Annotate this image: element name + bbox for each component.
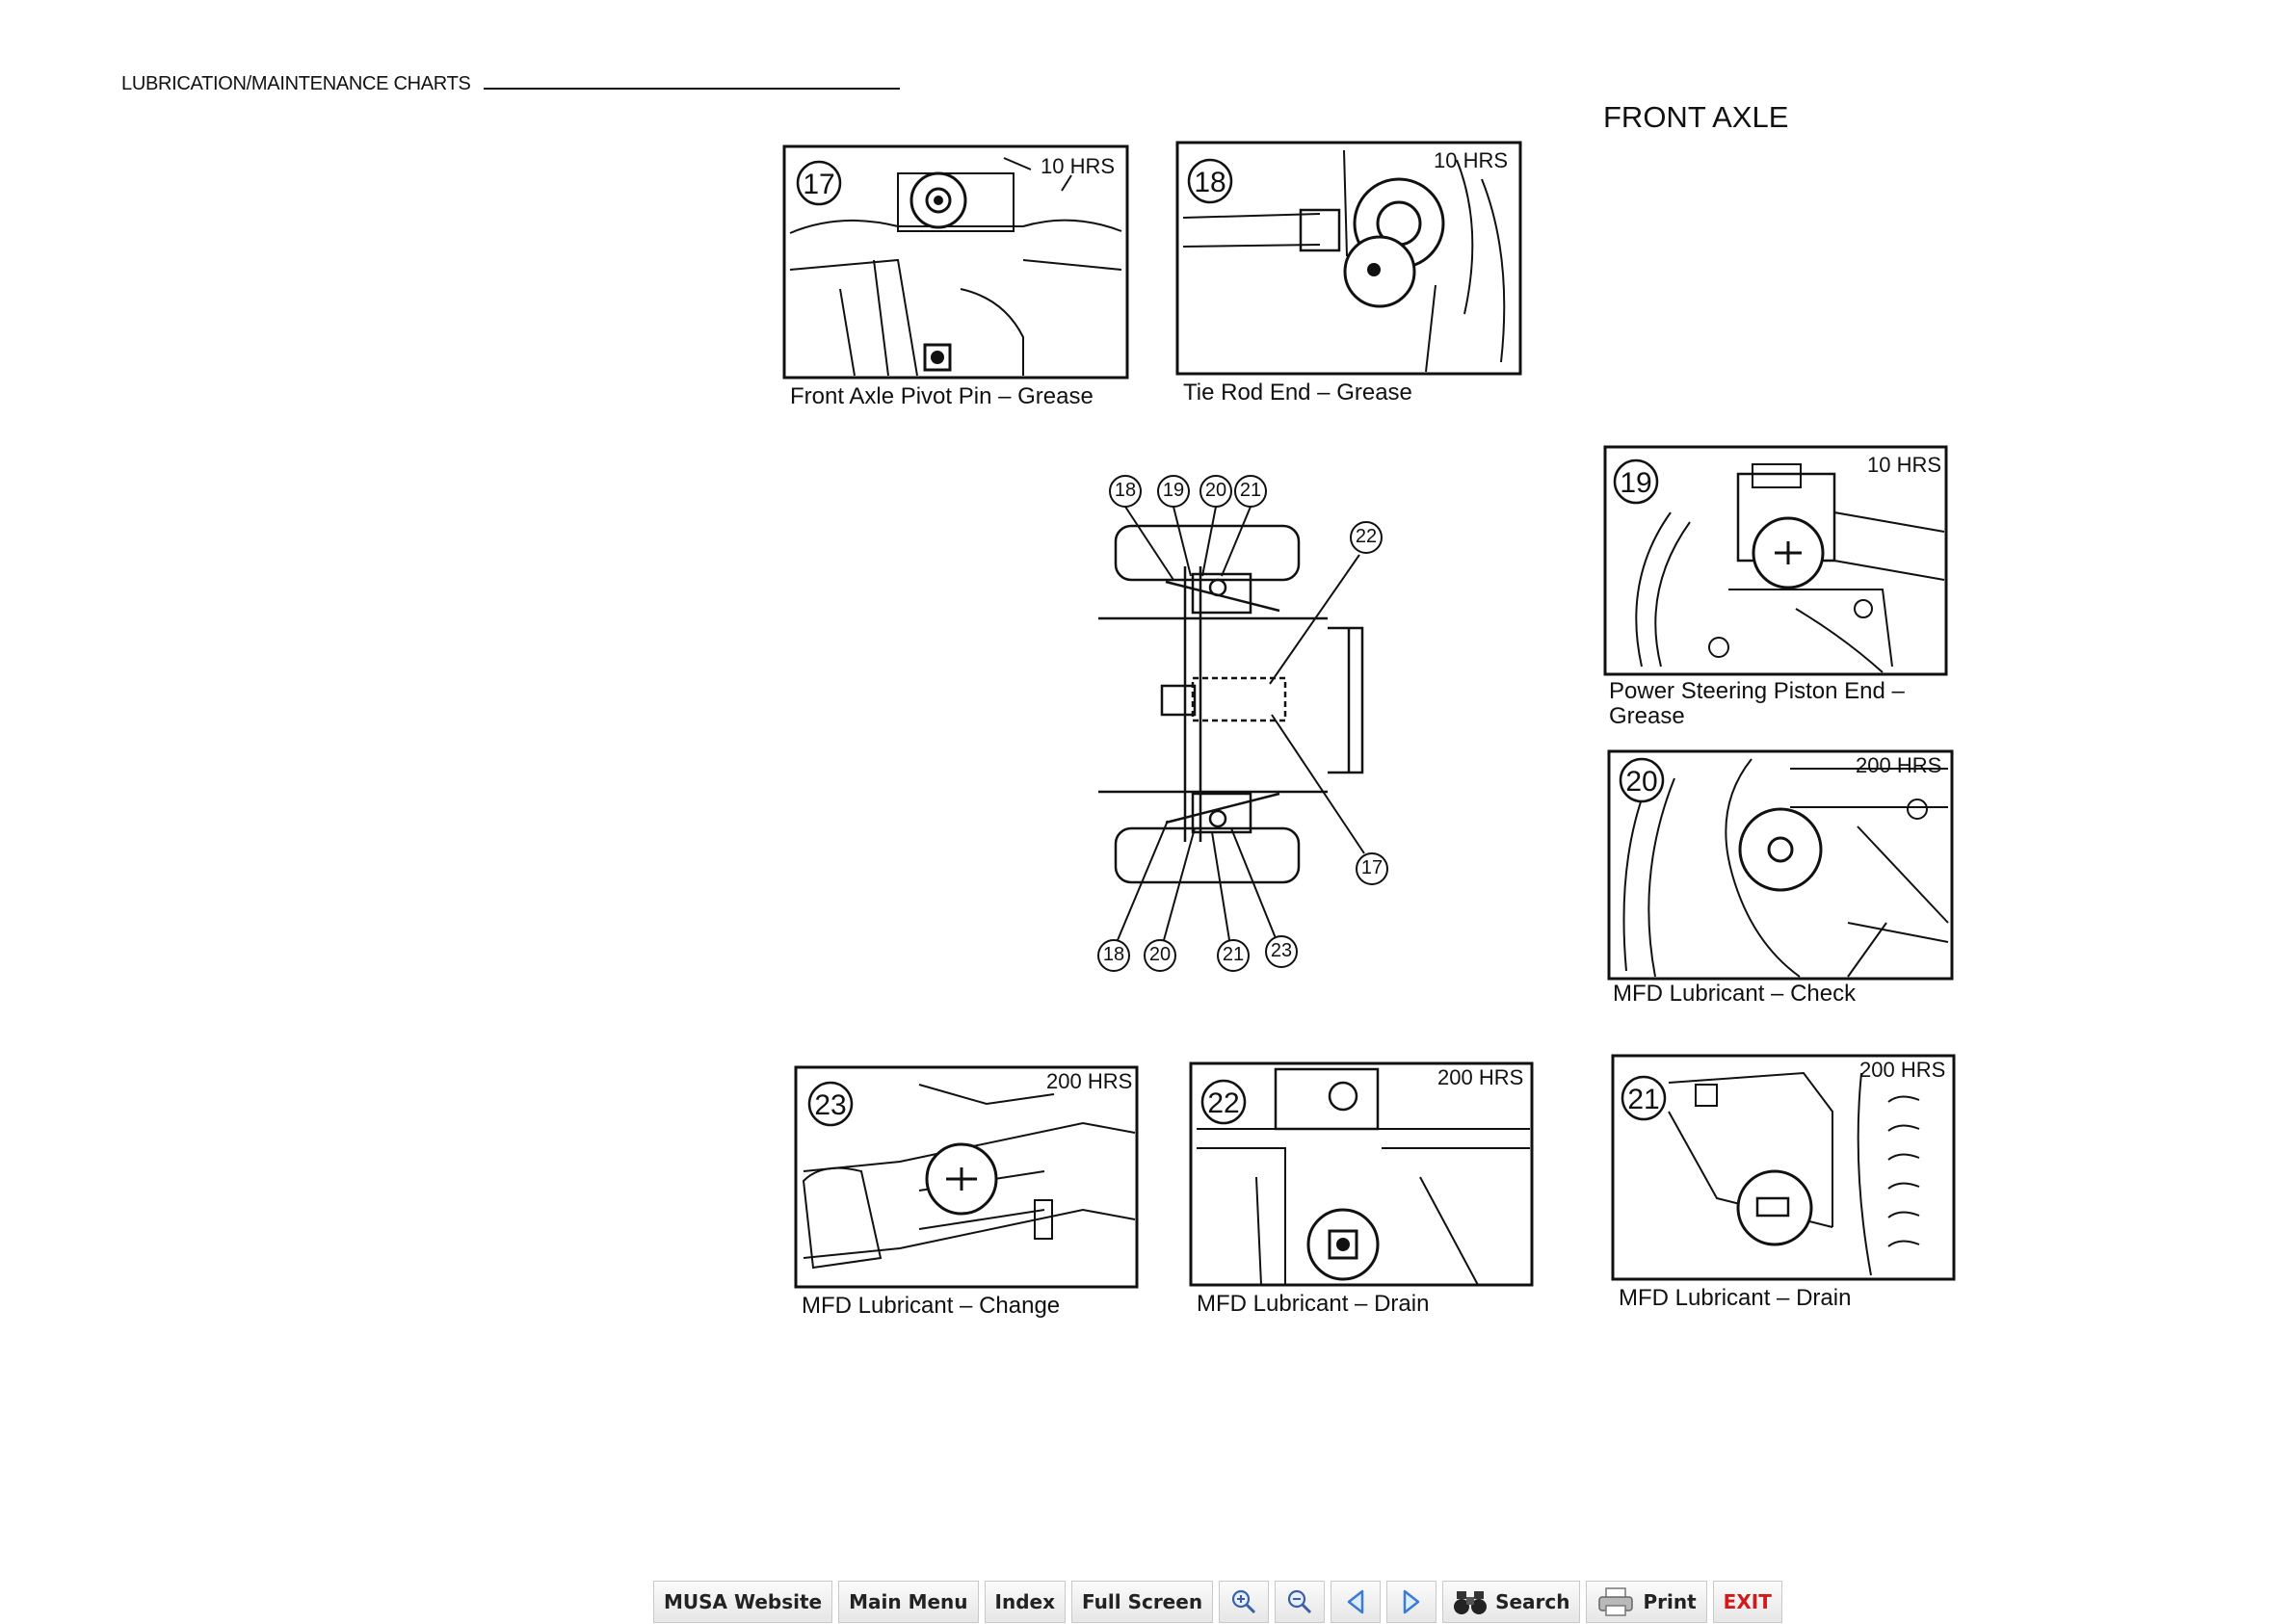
binoculars-icon	[1454, 1591, 1488, 1614]
panel-23: 23 200 HRS MFD Lubricant – Change	[794, 1065, 1150, 1329]
panel-23-caption: MFD Lubricant – Change	[802, 1293, 1061, 1319]
panel-21-illustration	[1611, 1054, 1956, 1281]
panel-19-caption-line1: Power Steering Piston End –	[1609, 678, 1905, 704]
callout-bottom-18: 18	[1102, 944, 1125, 965]
printer-icon	[1598, 1587, 1634, 1616]
panel-21-caption: MFD Lubricant – Drain	[1619, 1285, 1852, 1311]
panel-18-caption: Tie Rod End – Grease	[1183, 380, 1412, 406]
panel-20-illustration	[1607, 749, 1954, 981]
print-button[interactable]: Print	[1586, 1581, 1707, 1623]
panel-19-interval: 10 HRS	[1867, 453, 1942, 477]
panel-22-number: 22	[1207, 1087, 1240, 1119]
panel-19: 19 10 HRS Power Steering Piston End – Gr…	[1603, 445, 1960, 734]
panel-21-number: 21	[1627, 1084, 1660, 1115]
panel-21-interval: 200 HRS	[1859, 1058, 1946, 1082]
callout-bottom-23: 23	[1270, 940, 1293, 961]
panel-20-caption: MFD Lubricant – Check	[1613, 981, 1857, 1007]
panel-22-illustration	[1189, 1061, 1534, 1287]
panel-22: 22 200 HRS MFD Lubricant – Drain	[1189, 1061, 1545, 1329]
callout-top-19: 19	[1162, 480, 1185, 501]
section-title: FRONT AXLE	[1603, 100, 1789, 134]
panel-20: 20 200 HRS MFD Lubricant – Check	[1607, 749, 1964, 1009]
bottom-toolbar: MUSA Website Main Menu Index Full Screen	[653, 1580, 1782, 1624]
panel-22-interval: 200 HRS	[1437, 1065, 1524, 1089]
panel-22-caption: MFD Lubricant – Drain	[1197, 1291, 1430, 1317]
previous-page-button[interactable]	[1331, 1581, 1382, 1623]
print-label: Print	[1643, 1590, 1697, 1613]
musa-website-button[interactable]: MUSA Website	[653, 1581, 833, 1623]
panel-19-illustration	[1603, 445, 1948, 676]
callout-right-22: 22	[1355, 526, 1378, 547]
header-rule	[484, 88, 900, 90]
panel-19-number: 19	[1620, 467, 1652, 499]
callout-bottom-21: 21	[1222, 944, 1245, 965]
callout-bottom-20: 20	[1148, 944, 1172, 965]
arrow-right-icon	[1403, 1589, 1420, 1614]
panel-17-number: 17	[803, 169, 835, 200]
search-button[interactable]: Search	[1442, 1581, 1581, 1623]
overview-chassis-illustration	[1097, 475, 1388, 972]
index-button[interactable]: Index	[984, 1581, 1066, 1623]
panel-23-interval: 200 HRS	[1046, 1069, 1133, 1093]
panel-23-number: 23	[814, 1089, 847, 1121]
callout-top-18: 18	[1114, 480, 1137, 501]
panel-19-caption-line2: Grease	[1609, 703, 1685, 729]
callout-top-20: 20	[1204, 480, 1227, 501]
arrow-left-icon	[1347, 1589, 1364, 1614]
callout-top-21: 21	[1239, 480, 1262, 501]
panel-18: 18 10 HRS Tie Rod End – Grease	[1175, 141, 1522, 406]
panel-18-interval: 10 HRS	[1434, 148, 1509, 172]
exit-button[interactable]: EXIT	[1712, 1581, 1782, 1623]
zoom-out-icon	[1287, 1589, 1312, 1614]
zoom-out-button[interactable]	[1275, 1581, 1326, 1623]
page-header-title: LUBRICATION/MAINTENANCE CHARTS	[121, 73, 471, 94]
panel-18-number: 18	[1194, 167, 1226, 198]
full-screen-button[interactable]: Full Screen	[1070, 1581, 1214, 1623]
panel-18-illustration	[1175, 141, 1522, 376]
panel-20-number: 20	[1625, 766, 1658, 798]
main-menu-button[interactable]: Main Menu	[838, 1581, 979, 1623]
zoom-in-button[interactable]	[1219, 1581, 1270, 1623]
search-label: Search	[1495, 1590, 1570, 1613]
panel-23-illustration	[794, 1065, 1139, 1289]
front-axle-overview-diagram: 18 19 20 21 22 17 18 20 21 23	[1087, 466, 1405, 972]
panel-17: 17 10 HRS Front Axle Pivot Pin – Grease	[782, 144, 1129, 409]
zoom-in-icon	[1231, 1589, 1256, 1614]
panel-17-caption: Front Axle Pivot Pin – Grease	[790, 383, 1094, 409]
next-page-button[interactable]	[1386, 1581, 1437, 1623]
panel-20-interval: 200 HRS	[1856, 753, 1942, 777]
callout-right-17: 17	[1360, 857, 1384, 878]
panel-21: 21 200 HRS MFD Lubricant – Drain	[1611, 1054, 1967, 1325]
panel-17-interval: 10 HRS	[1041, 154, 1116, 178]
panel-17-illustration	[782, 144, 1129, 380]
